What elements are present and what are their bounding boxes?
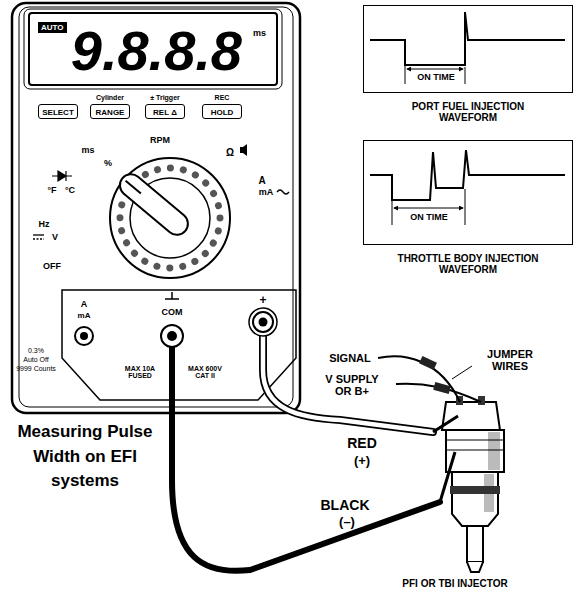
button-legend: ± Trigger [150, 94, 180, 101]
jack-rating: MAX 600V CAT II [182, 365, 228, 379]
on-time-label: ON TIME [409, 212, 449, 222]
amp-jack [75, 327, 93, 345]
dial-marking: RPM [150, 135, 170, 145]
dial-pointer [115, 170, 192, 240]
jack-label: COM [162, 307, 183, 317]
spec-note: 9999 Counts [16, 365, 56, 372]
lead-label: BLACK [321, 497, 370, 513]
plus-jack [253, 312, 273, 332]
button-label: REL Δ [153, 107, 177, 116]
lead-label: (–) [339, 514, 355, 529]
black-probe [440, 452, 455, 502]
on-time-arrow [394, 208, 463, 209]
jumper-clip [433, 382, 451, 394]
function-button: SELECT [38, 104, 78, 119]
on-time-bracket [392, 189, 465, 225]
button-label: HOLD [211, 107, 234, 116]
dial-marking: mA [259, 187, 274, 197]
injector-connector [442, 402, 500, 430]
rotary-dial [110, 158, 230, 278]
red-lead [263, 336, 433, 432]
wire-label: V SUPPLY OR B+ [317, 373, 387, 397]
display-bezel [24, 9, 282, 89]
injector-body [452, 472, 498, 526]
on-time-arrow [407, 69, 463, 70]
jack-label: A [81, 299, 88, 309]
waveform-panel: ON TIMEPORT FUEL INJECTION WAVEFORM [363, 5, 573, 93]
mode-indicator: AUTO [38, 22, 67, 33]
signal-wire [378, 356, 460, 402]
amp-jack [80, 332, 88, 340]
function-button: ± TriggerREL Δ [145, 104, 185, 119]
part-label: JUMPER WIRES [475, 348, 545, 372]
injector-shading [488, 432, 500, 470]
dial-marking: Ω [226, 147, 234, 158]
button-legend: REC [215, 94, 230, 101]
continuity-symbol [240, 144, 247, 156]
unit-indicator: ms [253, 28, 266, 38]
part-label: PFI OR TBI INJECTOR [402, 578, 507, 589]
dial-marking: OFF [43, 261, 61, 271]
function-button: CylinderRANGE [90, 104, 130, 119]
waveform-panel: ON TIMETHROTTLE BODY INJECTION WAVEFORM [363, 140, 573, 245]
dial-marking: ms [81, 145, 94, 155]
black-lead [172, 345, 440, 571]
on-time-bracket [405, 66, 465, 84]
dc-symbol [33, 238, 44, 239]
button-label: SELECT [42, 107, 74, 116]
dial-marking: A [258, 175, 265, 186]
dial-marking: V [52, 232, 58, 242]
jack-label: + [259, 293, 266, 307]
waveform-caption: PORT FUEL INJECTION WAVEFORM [398, 101, 538, 123]
spec-note: Auto Off [23, 356, 49, 363]
plus-jack [249, 308, 277, 336]
dial-marking: °C [65, 185, 75, 195]
ground-symbol [165, 292, 179, 299]
jack-label: mA [78, 311, 91, 320]
on-time-label: ON TIME [416, 72, 456, 82]
injector-body [446, 430, 504, 472]
ac-symbol [277, 190, 289, 194]
function-button: RECHOLD [202, 104, 242, 119]
lcd-display: AUTO 9.8.8.8 ms [28, 12, 278, 86]
lead-label: (+) [354, 453, 370, 468]
red-probe [433, 416, 458, 432]
injector-nozzle [467, 526, 483, 562]
pfi-waveform [370, 12, 565, 65]
dial-marking: % [104, 158, 112, 168]
dc-symbol [33, 234, 44, 235]
lcd-digits: 9.8.8.8 [71, 23, 242, 79]
jumper-clip [419, 356, 437, 370]
o-ring [450, 486, 500, 494]
waveform-caption: THROTTLE BODY INJECTION WAVEFORM [381, 253, 556, 275]
spec-note: 0.3% [28, 347, 44, 354]
meter-case [12, 3, 300, 413]
figure-title: Measuring Pulse Width on EFI systems [10, 420, 160, 494]
button-label: RANGE [96, 107, 125, 116]
com-jack [167, 331, 177, 341]
button-legend: Cylinder [96, 94, 124, 101]
com-jack [161, 325, 183, 347]
injector-ring [446, 440, 504, 450]
wire-label: SIGNAL [329, 352, 371, 364]
red-lead-core [263, 336, 433, 432]
nozzle-tip [467, 562, 483, 572]
lead-label: RED [347, 435, 377, 451]
dial-marking: Hz [39, 219, 50, 229]
leader-line [452, 366, 472, 379]
diode-symbol [52, 171, 72, 181]
meter-face [19, 7, 293, 407]
plus-jack [259, 318, 268, 327]
jack-rating: MAX 10A FUSED [119, 365, 161, 379]
tbi-waveform [370, 150, 565, 200]
dial-marking: °F [47, 185, 56, 195]
